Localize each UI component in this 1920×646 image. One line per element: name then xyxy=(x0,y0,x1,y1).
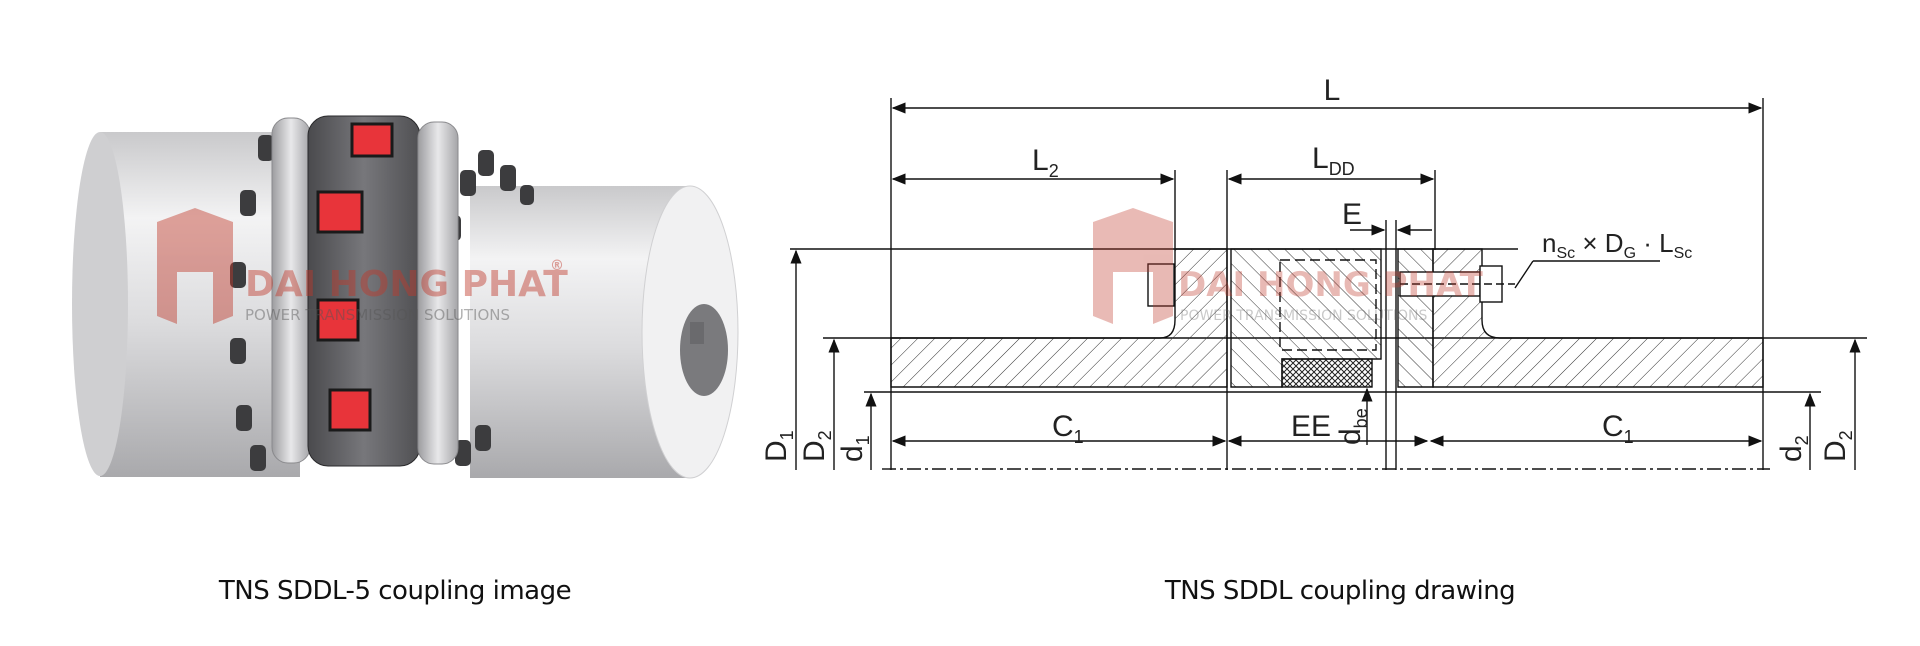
section-view xyxy=(890,248,1764,388)
bolt-left xyxy=(1147,263,1175,307)
watermark-registered: ® xyxy=(550,258,564,274)
label-L2: L2 xyxy=(1032,144,1059,181)
keyway xyxy=(690,322,704,344)
elastomer-inserts xyxy=(316,122,394,432)
label-E: E xyxy=(1342,198,1362,231)
caption-coupling-image: TNS SDDL-5 coupling image xyxy=(218,576,572,606)
bolt-right-shank xyxy=(1399,271,1481,297)
label-D1: D1 xyxy=(760,430,797,462)
right-hub xyxy=(470,185,739,479)
label-L: L xyxy=(1324,74,1341,107)
watermark-tagline: POWER TRANSMISSION SOLUTIONS xyxy=(1180,308,1427,324)
label-EE: EE xyxy=(1291,410,1331,443)
bore-hole xyxy=(680,304,728,396)
coupling-photo: DAI HONG PHAT ® POWER TRANSMISSION SOLUT… xyxy=(72,115,739,479)
watermark-tagline: POWER TRANSMISSION SOLUTIONS xyxy=(245,306,510,324)
label-C1-right: C1 xyxy=(1602,410,1634,447)
label-D2-right: D2 xyxy=(1819,430,1856,462)
label-bolt-spec: nSc × DG · LSc xyxy=(1542,228,1692,262)
right-flange xyxy=(417,121,459,465)
label-d2: d2 xyxy=(1775,435,1812,462)
watermark-brand: DAI HONG PHAT xyxy=(245,264,568,305)
label-D2-left: D2 xyxy=(798,430,835,462)
label-d1: d1 xyxy=(836,435,873,462)
label-dbe: dbe xyxy=(1334,408,1371,445)
watermark-logo: DAI HONG PHAT ® POWER TRANSMISSION SOLUT… xyxy=(157,208,568,324)
watermark-brand: DAI HONG PHAT xyxy=(1178,265,1484,305)
watermark-logo-drawing: DAI HONG PHAT POWER TRANSMISSION SOLUTIO… xyxy=(1093,208,1484,324)
left-hub xyxy=(72,132,300,477)
bolt-right-head xyxy=(1479,265,1503,303)
label-LDD: LDD xyxy=(1312,142,1355,179)
caption-coupling-drawing: TNS SDDL coupling drawing xyxy=(1164,576,1516,606)
label-C1-left: C1 xyxy=(1052,410,1084,447)
